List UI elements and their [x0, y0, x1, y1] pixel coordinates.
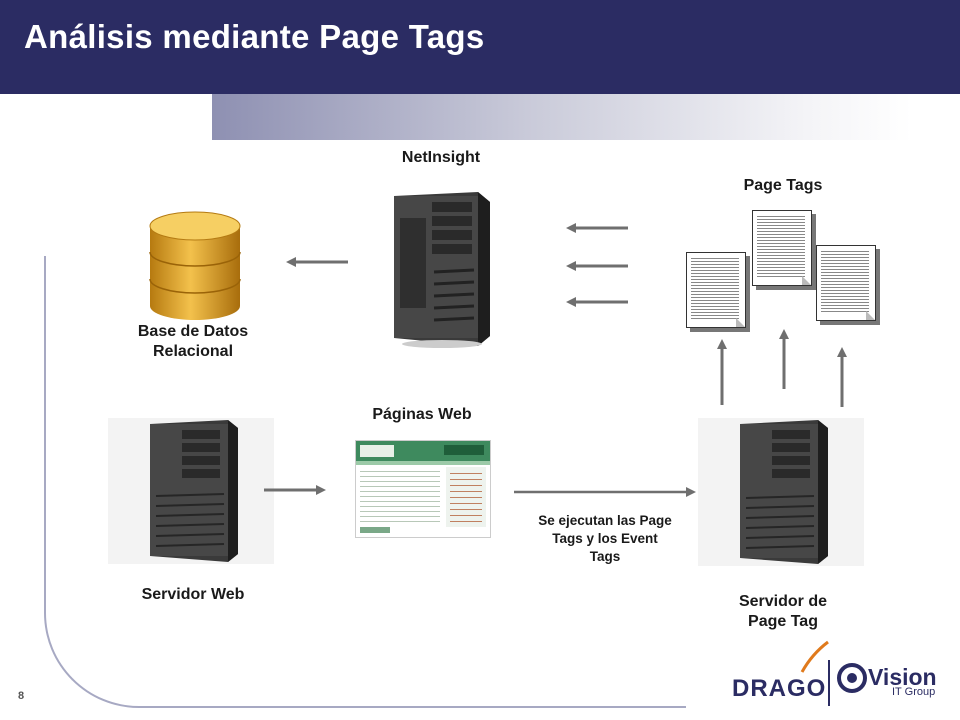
arrow-icon [286, 257, 348, 267]
servidor-pagetag-line2: Page Tag [748, 613, 818, 630]
logo-separator [828, 660, 830, 706]
logo-group: IT Group [892, 686, 936, 698]
rounded-frame [44, 256, 686, 708]
se-ejecutan-line3: Tags [589, 549, 621, 564]
page-number: 8 [18, 690, 25, 702]
db-label: Base de Datos Relacional [110, 322, 276, 362]
webpage-thumbnail [355, 440, 491, 538]
server-icon [150, 420, 238, 562]
db-label-line2: Relacional [152, 343, 234, 360]
database-icon [149, 211, 241, 320]
servidor-pagetag-label: Servidor de Page Tag [700, 592, 866, 632]
netinsight-label: NetInsight [401, 149, 481, 166]
page-title: Análisis mediante Page Tags [24, 18, 485, 55]
logo-swoosh-icon [800, 640, 829, 673]
logo-vision: Vision [868, 664, 937, 690]
document-icon [686, 252, 746, 328]
arrow-group-icon [566, 223, 628, 307]
servidor-pagetag-line1: Servidor de [738, 593, 828, 610]
logo-vision-icon [837, 663, 867, 693]
paginas-web-label: Páginas Web [372, 406, 472, 423]
arrow-icon [264, 485, 326, 495]
se-ejecutan-line2: Tags y los Event [552, 531, 658, 546]
db-label-line1: Base de Datos [137, 323, 249, 340]
arrow-icon [514, 487, 696, 497]
page-tags-label: Page Tags [743, 177, 823, 194]
se-ejecutan-label: Se ejecutan las Page Tags y los Event Ta… [512, 512, 698, 566]
document-icon [816, 245, 876, 321]
se-ejecutan-line1: Se ejecutan las Page [538, 513, 672, 528]
document-icon [752, 210, 812, 286]
logo-drago: DRAGO [732, 675, 827, 702]
servidor-web-label: Servidor Web [141, 586, 245, 603]
gradient-bar [212, 94, 912, 140]
server-icon [394, 192, 490, 348]
server-icon [740, 420, 828, 564]
up-arrows-icon [717, 329, 847, 407]
header-bar: Análisis mediante Page Tags [0, 0, 960, 94]
